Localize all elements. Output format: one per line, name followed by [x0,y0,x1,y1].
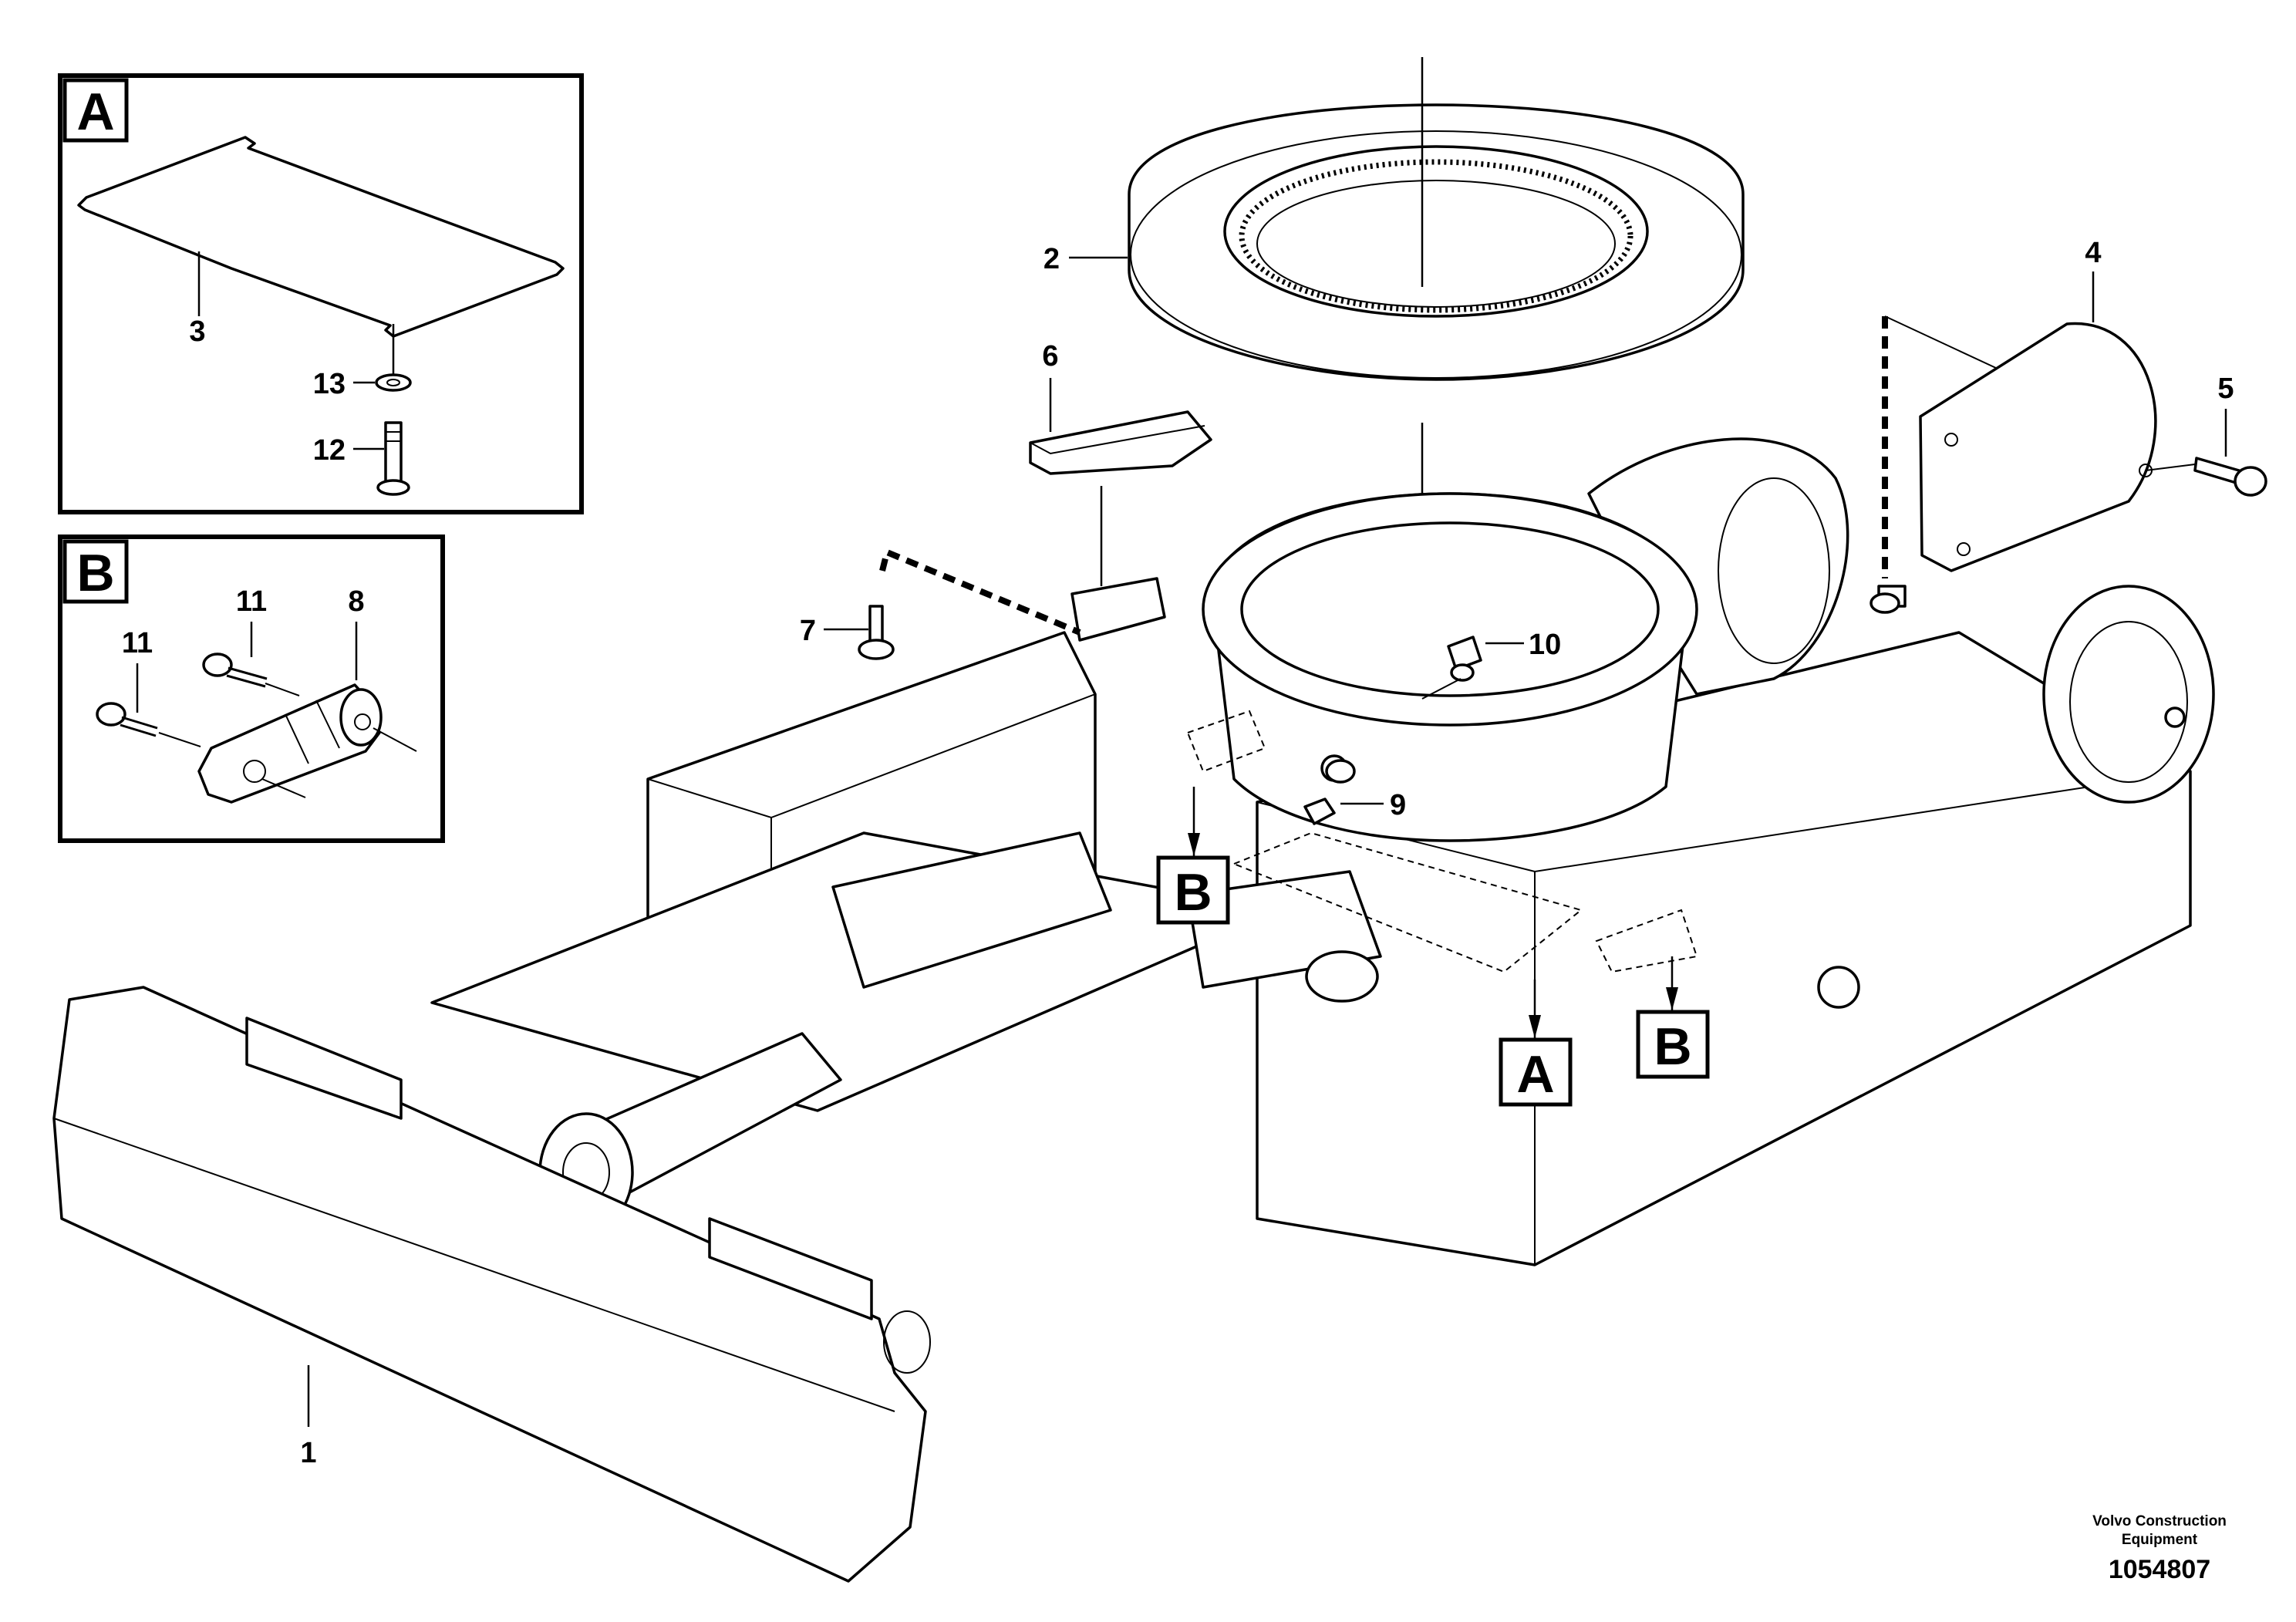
callout-4: 4 [2085,237,2101,269]
callout-1: 1 [300,1437,316,1469]
callout-11-upper: 11 [236,585,267,618]
svg-text:B: B [1174,863,1212,922]
bolt-part-11-lower [96,702,158,737]
inset-a-tag: A [76,83,114,141]
grease-fitting-part-10 [1447,636,1482,682]
footer-credit: Volvo Construction Equipment 1054807 [2092,1513,2227,1584]
bolt-part-11-upper [202,653,268,688]
nut-part-9 [1303,759,1356,825]
callout-3: 3 [189,315,205,348]
bolt-part-5 [2193,457,2267,497]
wear-pad-part-6 [1029,410,1212,475]
reference-tag-b-right: B [1636,956,1710,1079]
callout-2: 2 [1043,243,1060,275]
slew-ring-part-2 [1128,103,1745,381]
detail-inset-a: A 3 13 12 [58,73,584,514]
reference-tag-b-left: B [1156,787,1230,925]
svg-text:A: A [1516,1045,1554,1104]
callout-11-lower: 11 [122,627,153,659]
washer-part-13 [375,373,412,392]
callout-13: 13 [313,368,346,400]
callout-7: 7 [800,615,816,647]
mounting-bolt [1870,585,1907,614]
reference-tag-a: A [1499,980,1573,1107]
dozer-blade-part-1 [52,986,927,1583]
cover-plate-part-3 [77,136,565,338]
callout-5: 5 [2217,373,2234,405]
credit-line-1: Volvo Construction [2092,1513,2227,1529]
inset-b-tag: B [76,544,114,602]
callout-10: 10 [1529,629,1561,661]
bolt-part-7 [858,605,895,660]
cover-plate-part-4 [1919,322,2157,572]
svg-text:B: B [1654,1017,1691,1076]
callout-6: 6 [1042,340,1058,373]
pin-part-8 [197,683,383,804]
bolt-part-12 [376,421,410,496]
callout-12: 12 [313,434,346,467]
credit-line-2: Equipment [2122,1532,2198,1548]
callout-8: 8 [348,585,364,618]
callout-9: 9 [1390,789,1406,821]
undercarriage-frame [52,437,2215,1583]
detail-inset-b: B 11 11 8 [58,534,445,843]
figure-number: 1054807 [2109,1555,2210,1584]
